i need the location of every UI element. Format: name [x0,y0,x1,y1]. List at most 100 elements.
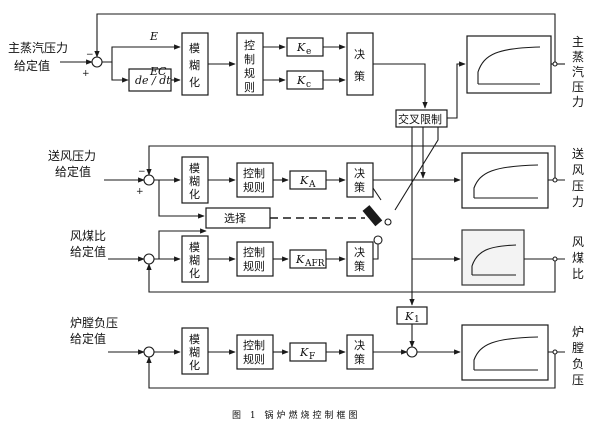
gain-kafr-label: K [295,253,305,266]
fuzzy-char: 糊 [189,345,200,359]
decision-char: 决 [354,246,365,259]
ratio-output-char: 比 [572,267,584,281]
main-output-char: 主 [572,35,584,49]
main-minus-sign: − [86,50,94,60]
main-steam-loop: 主蒸汽压力 给定值 + − de / dt E EC 模 糊 化 控 制 规 则… [8,13,584,119]
fuzzy-char: 模 [189,333,200,346]
gain-k1-sub: 1 [414,315,420,325]
main-output-char: 蒸 [572,50,584,64]
decision-char: 策 [354,69,365,83]
decision-char: 决 [354,167,365,180]
air-setpoint-label-1: 送风压力 [48,148,96,163]
gain-k1-label: K [404,310,414,323]
ratio-output-char: 风 [572,235,584,249]
ratio-decision-block [346,241,374,277]
air-minus-sign: − [138,167,146,177]
rule-char: 则 [244,81,255,94]
fuzzy-char: 模 [189,241,200,254]
rule-line: 控制 [243,166,265,180]
gain-kf-label: K [299,346,309,359]
air-output-char: 压 [572,179,584,193]
decision-char: 决 [354,339,365,352]
decision-char: 策 [354,180,365,194]
gain-ka-sub: A [308,180,316,190]
air-output-char: 风 [572,163,584,177]
gain-kafr-sub: AFR [304,259,325,269]
ratio-output-char: 煤 [572,251,584,265]
main-setpoint-label-2: 给定值 [14,58,50,73]
air-decision-block [346,162,374,198]
air-fuzzify-block [181,156,209,204]
rule-char: 控 [244,38,255,52]
k1-coupling: K 1 [396,290,428,348]
furnace-decision-block [346,334,374,370]
fuzzy-char: 化 [189,75,200,89]
fuzzy-char: 化 [189,187,200,201]
cross-limit-block [395,109,448,128]
furnace-output-char: 膛 [572,341,584,355]
fuzzy-char: 化 [189,358,200,372]
gain-ke-label: K [296,41,306,54]
main-output-char: 汽 [572,64,584,79]
figure-caption: 图 1 锅炉燃烧控制框图 [232,409,360,421]
fuzzy-char: 糊 [189,58,200,72]
main-decision-block [346,32,374,96]
main-fuzzify-block [181,32,209,96]
fuzzy-char: 模 [189,42,200,55]
decision-char: 决 [354,48,365,61]
furnace-control-rule-block [236,334,274,370]
cross-limit-label: 交叉限制 [398,112,442,126]
furnace-setpoint-label-2: 给定值 [70,331,106,346]
derivative-label: de / dt [135,74,171,87]
furnace-setpoint-label-1: 炉膛负压 [70,316,118,330]
ratio-setpoint-label-1: 风煤比 [70,229,106,243]
decision-char: 策 [354,352,365,366]
fuzzy-char: 模 [189,162,200,175]
furnace-plant-block [461,324,549,381]
ratio-control-rule-block [236,241,274,277]
main-control-rule-block [236,32,264,96]
furnace-output-char: 炉 [572,325,584,339]
air-coal-ratio-loop: 风煤比 给定值 模 糊 化 控制 规则 K AFR 决 策 风 煤 比 [70,228,584,293]
gain-ke-sub: e [306,47,311,57]
decision-char: 策 [354,259,365,273]
error-E-label: E [149,30,158,43]
fuzzy-char: 化 [189,266,200,280]
air-output-char: 力 [572,195,584,209]
rule-line: 控制 [243,338,265,352]
error-EC-label: EC [149,65,167,78]
air-plant-block [461,152,549,209]
rule-line: 规则 [243,259,265,273]
furnace-output-char: 压 [572,373,584,387]
rule-line: 控制 [243,245,265,259]
gain-ka-label: K [299,174,309,187]
furnace-output-char: 负 [572,357,584,371]
rule-char: 规 [244,66,255,80]
furnace-fuzzify-block [181,327,209,375]
main-plus-sign: + [82,69,90,79]
main-output-char: 力 [572,95,584,109]
main-output-char: 压 [572,80,584,94]
fuzzy-char: 糊 [189,253,200,267]
ratio-setpoint-label-2: 给定值 [70,244,106,259]
gain-kf-sub: F [309,352,315,362]
ratio-plant-block [461,229,525,286]
gain-kc-sub: c [306,80,311,90]
furnace-coupling-junction [406,346,418,358]
rule-line: 规则 [243,352,265,366]
switch-contact [362,205,383,227]
air-control-rule-block [236,162,274,198]
air-pressure-loop: 送风压力 给定值 + − 模 糊 化 控制 规则 K A 决 策 送 风 压 力 [48,145,584,229]
air-plus-sign: + [136,187,144,197]
ratio-fuzzify-block [181,235,209,283]
rule-line: 规则 [243,180,265,194]
fuzzy-char: 糊 [189,174,200,188]
furnace-pressure-loop: 炉膛负压 给定值 模 糊 化 控制 规则 K F 决 策 炉 膛 负 压 [70,316,584,389]
air-setpoint-label-2: 给定值 [55,164,91,179]
air-output-char: 送 [572,146,584,161]
ratio-summing-junction [143,253,155,265]
cross-limit: 交叉限制 [394,109,448,290]
select-label: 选择 [224,211,246,225]
furnace-summing-junction [143,346,155,358]
